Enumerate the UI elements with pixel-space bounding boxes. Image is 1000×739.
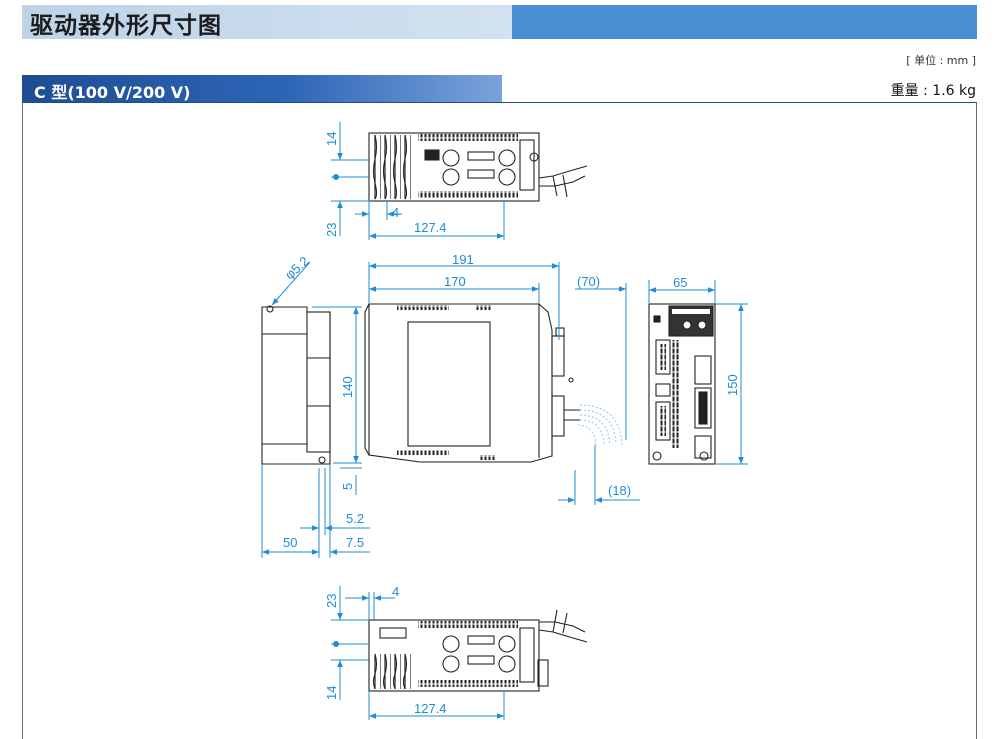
- dim-side-65: 65: [673, 275, 687, 290]
- front-view-cables: [577, 404, 623, 446]
- dim-front-191: 191: [452, 252, 474, 267]
- dim-front-140: 140: [340, 376, 355, 398]
- section-title: C 型(100 V/200 V): [34, 83, 191, 102]
- dim-front-7-5: 7.5: [346, 535, 364, 550]
- bottom-view: [368, 609, 588, 692]
- section-bar: C 型(100 V/200 V): [22, 75, 502, 102]
- dim-front-18: (18): [608, 483, 631, 498]
- dim-top-23: 23: [324, 223, 339, 237]
- header-accent-band: [512, 5, 977, 39]
- header-bar: 驱动器外形尺寸图: [22, 5, 977, 39]
- front-view: [261, 303, 580, 465]
- dim-bottom-14: 14: [324, 686, 339, 700]
- weight-label: 重量 : 1.6 kg: [890, 83, 976, 99]
- dim-front-phi52: φ5.2: [282, 253, 312, 282]
- dim-top-14: 14: [324, 132, 339, 146]
- dim-bottom-4: 4: [392, 584, 399, 599]
- front-view-dimensions: [261, 261, 640, 558]
- dim-front-5: 5: [340, 483, 355, 490]
- dim-front-70: (70): [577, 274, 600, 289]
- page-title: 驱动器外形尺寸图: [30, 13, 222, 39]
- side-view-dimensions: [648, 280, 748, 465]
- top-view-dimensions: [331, 122, 505, 240]
- dim-front-5-2: 5.2: [346, 511, 364, 526]
- bottom-view-dimensions: [331, 586, 505, 720]
- dim-bottom-23: 23: [324, 594, 339, 608]
- unit-note: [ 单位 : mm ]: [906, 54, 976, 67]
- dim-side-150: 150: [725, 374, 740, 396]
- dim-front-50: 50: [283, 535, 297, 550]
- dim-top-4: 4: [392, 205, 399, 220]
- dim-bottom-127: 127.4: [414, 701, 447, 716]
- side-view: [648, 303, 716, 465]
- top-view: [368, 132, 588, 202]
- drawing-panel: [22, 102, 977, 739]
- dim-front-170: 170: [444, 274, 466, 289]
- dim-top-127: 127.4: [414, 220, 447, 235]
